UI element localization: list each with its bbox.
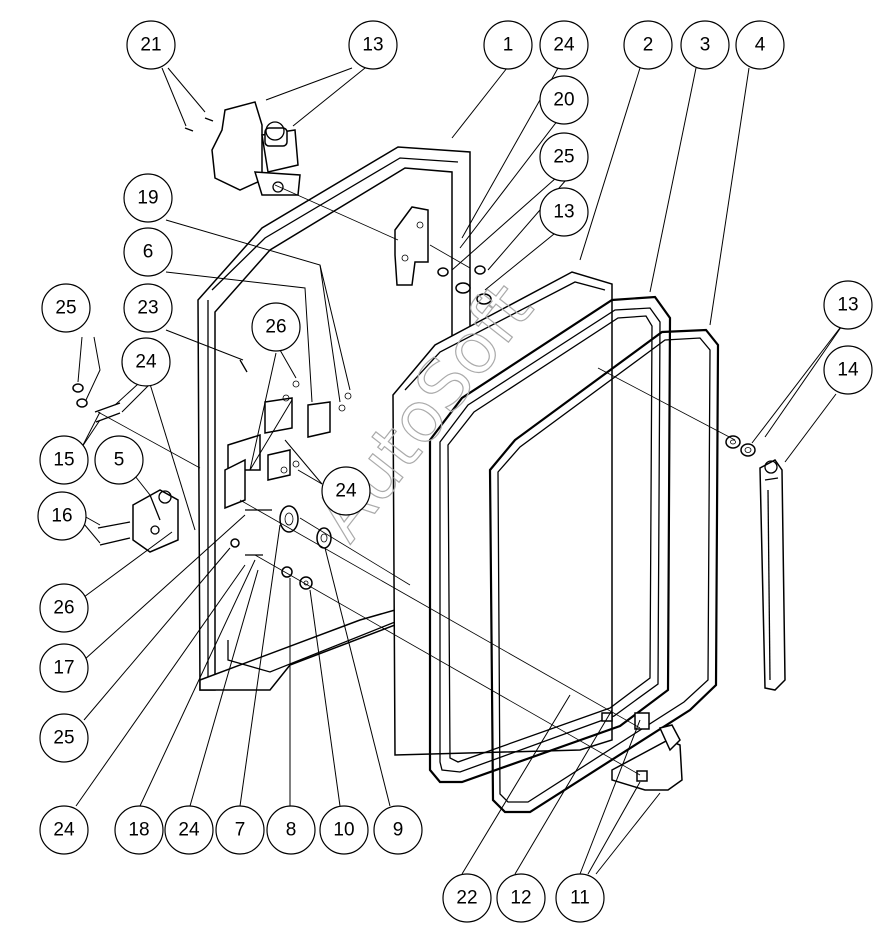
callout-9: 9: [373, 805, 423, 855]
callout-19: 19: [123, 173, 173, 223]
svg-text:12: 12: [510, 888, 531, 909]
svg-text:25: 25: [55, 298, 76, 319]
callout-3: 3: [680, 20, 730, 70]
svg-text:15: 15: [53, 450, 74, 471]
gasket: [488, 328, 720, 814]
callout-12: 12: [496, 873, 546, 923]
svg-text:23: 23: [137, 298, 158, 319]
assembly-axes: [239, 184, 736, 776]
svg-text:24: 24: [53, 820, 75, 841]
callout-17: 17: [39, 643, 89, 693]
callout-24-bottom-1: 24: [39, 805, 89, 855]
callout-25-left: 25: [41, 283, 91, 333]
hardware-parts: [72, 117, 492, 590]
svg-text:4: 4: [755, 35, 766, 56]
door-frame: [197, 146, 471, 691]
svg-text:16: 16: [51, 506, 72, 527]
svg-text:8: 8: [286, 820, 297, 841]
svg-text:26: 26: [53, 598, 74, 619]
callout-14: 14: [823, 345, 873, 395]
callout-23: 23: [123, 283, 173, 333]
callout-4: 4: [735, 20, 785, 70]
svg-text:10: 10: [333, 820, 354, 841]
callout-13-right: 13: [823, 280, 873, 330]
svg-text:17: 17: [53, 658, 74, 679]
callout-25-bottom: 25: [39, 713, 89, 763]
wiper-arm: [759, 459, 786, 691]
callout-18: 18: [114, 805, 164, 855]
callout-8: 8: [266, 805, 316, 855]
svg-text:7: 7: [235, 820, 246, 841]
svg-text:25: 25: [553, 147, 574, 168]
callout-16: 16: [37, 491, 87, 541]
callout-6: 6: [123, 227, 173, 277]
svg-text:21: 21: [140, 35, 161, 56]
callout-24-center: 24: [321, 466, 371, 516]
svg-text:22: 22: [456, 888, 477, 909]
callout-7: 7: [215, 805, 265, 855]
callout-5: 5: [94, 435, 144, 485]
seal-frame: [428, 295, 672, 784]
callout-10: 10: [319, 805, 369, 855]
wiper-motor: [211, 101, 301, 196]
svg-text:18: 18: [128, 820, 149, 841]
callout-22: 22: [442, 873, 492, 923]
callout-24-bottom-2: 24: [164, 805, 214, 855]
svg-text:5: 5: [114, 450, 125, 471]
svg-text:26: 26: [265, 317, 286, 338]
svg-text:13: 13: [553, 202, 574, 223]
svg-text:19: 19: [137, 188, 158, 209]
callout-15: 15: [39, 435, 89, 485]
svg-text:24: 24: [335, 481, 357, 502]
svg-text:14: 14: [837, 360, 859, 381]
svg-text:20: 20: [553, 90, 574, 111]
svg-text:6: 6: [143, 242, 154, 263]
door-handle: [601, 712, 683, 791]
svg-text:3: 3: [700, 35, 711, 56]
callout-25-top: 25: [539, 132, 589, 182]
callout-26-left: 26: [39, 583, 89, 633]
svg-text:25: 25: [53, 728, 74, 749]
callout-26-top: 26: [251, 302, 301, 352]
washers-right: [725, 435, 756, 457]
latch-assembly: [132, 489, 179, 553]
svg-text:1: 1: [503, 35, 514, 56]
svg-text:13: 13: [837, 295, 858, 316]
svg-text:9: 9: [393, 820, 404, 841]
bracket: [394, 206, 429, 286]
callout-13-mid: 13: [539, 187, 589, 237]
svg-text:13: 13: [362, 35, 383, 56]
callout-21: 21: [126, 20, 176, 70]
callout-2: 2: [623, 20, 673, 70]
callout-20: 20: [539, 75, 589, 125]
callout-13-top: 13: [348, 20, 398, 70]
svg-text:24: 24: [553, 35, 575, 56]
glass-panel: [392, 271, 613, 756]
callout-1: 1: [483, 20, 533, 70]
callout-24-top: 24: [539, 20, 589, 70]
svg-text:2: 2: [643, 35, 654, 56]
svg-text:24: 24: [135, 352, 157, 373]
callout-24-left: 24: [121, 337, 171, 387]
leader-lines: [75, 67, 847, 875]
svg-text:11: 11: [570, 888, 590, 909]
callout-11: 11: [555, 873, 605, 923]
svg-text:24: 24: [178, 820, 200, 841]
